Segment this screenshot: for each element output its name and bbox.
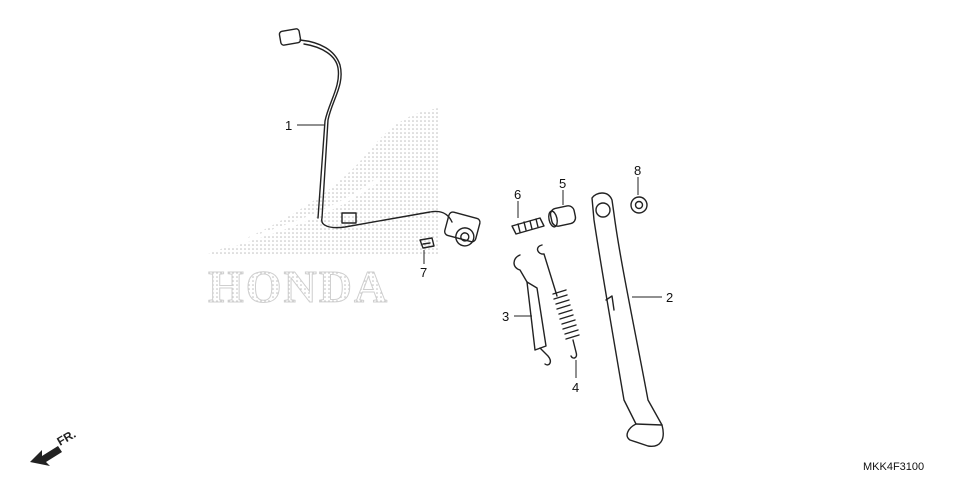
callout-5: 5	[559, 176, 566, 191]
callout-8: 8	[634, 163, 641, 178]
callout-6: 6	[514, 187, 521, 202]
callout-1: 1	[285, 118, 292, 133]
callout-4: 4	[572, 380, 579, 395]
callout-2: 2	[666, 290, 673, 305]
small-bolt-part	[419, 237, 435, 249]
switch-wire-part	[278, 28, 481, 247]
honda-wing-logo	[205, 108, 440, 255]
diagram-code: MKK4F3100	[863, 461, 924, 473]
honda-watermark-text: HONDA	[208, 261, 389, 312]
spring-large-part	[513, 254, 552, 366]
front-direction-arrow: FR.	[30, 427, 78, 466]
nut-part	[630, 196, 648, 214]
side-stand-part	[591, 192, 664, 447]
front-direction-label: FR.	[55, 427, 79, 449]
collar-part	[548, 205, 577, 228]
callout-7: 7	[420, 265, 427, 280]
callout-3: 3	[502, 309, 509, 324]
bolt-part	[511, 217, 545, 235]
spring-small-part	[536, 244, 580, 359]
